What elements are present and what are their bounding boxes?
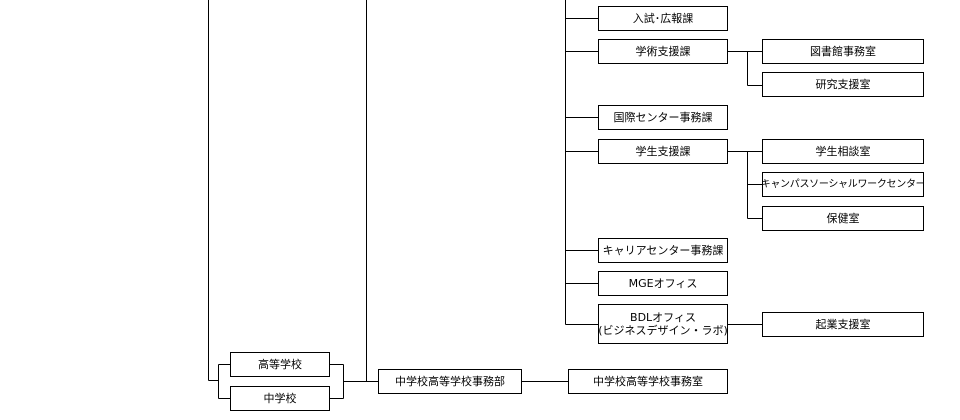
mge-office: MGEオフィス [598,271,728,296]
international-center-office-label: 国際センター事務課 [613,111,713,124]
school-administration-department: 中学校高等学校事務部 [378,369,522,394]
health-office: 保健室 [762,206,924,231]
junior-high-school: 中学校 [230,386,330,411]
campus-social-work-center-label: キャンパスソーシャルワークセンター [762,179,924,190]
career-center-office-label: キャリアセンター事務課 [602,244,724,257]
school-administration-office-label: 中学校高等学校事務室 [593,375,703,388]
student-counseling-office-label: 学生相談室 [815,145,871,158]
campus-social-work-center: キャンパスソーシャルワークセンター [762,172,924,197]
international-center-office: 国際センター事務課 [598,105,728,130]
junior-high-school-label: 中学校 [263,392,297,405]
academic-support-office-label: 学術支援課 [635,45,691,58]
student-support-office-label: 学生支援課 [635,145,691,158]
student-support-office: 学生支援課 [598,139,728,164]
research-support-office: 研究支援室 [762,72,924,97]
school-administration-department-label: 中学校高等学校事務部 [395,375,505,388]
mge-office-label: MGEオフィス [628,277,698,290]
high-school: 高等学校 [230,352,330,377]
research-support-office-label: 研究支援室 [815,78,871,91]
library-office: 図書館事務室 [762,39,924,64]
bdl-office-label-line1: BDLオフィス [630,311,696,324]
bdl-office: BDLオフィス (ビジネスデザイン・ラボ) [598,304,728,344]
school-administration-office: 中学校高等学校事務室 [568,369,728,394]
library-office-label: 図書館事務室 [810,45,876,58]
student-counseling-office: 学生相談室 [762,139,924,164]
career-center-office: キャリアセンター事務課 [598,238,728,263]
entrepreneurship-support-office: 起業支援室 [762,312,924,337]
admissions-pr-office: 入試･広報課 [598,6,728,31]
academic-support-office: 学術支援課 [598,39,728,64]
high-school-label: 高等学校 [258,358,302,371]
admissions-pr-office-label: 入試･広報課 [632,12,694,25]
bdl-office-label-line2: (ビジネスデザイン・ラボ) [598,324,728,337]
health-office-label: 保健室 [826,212,860,225]
entrepreneurship-support-office-label: 起業支援室 [815,318,871,331]
